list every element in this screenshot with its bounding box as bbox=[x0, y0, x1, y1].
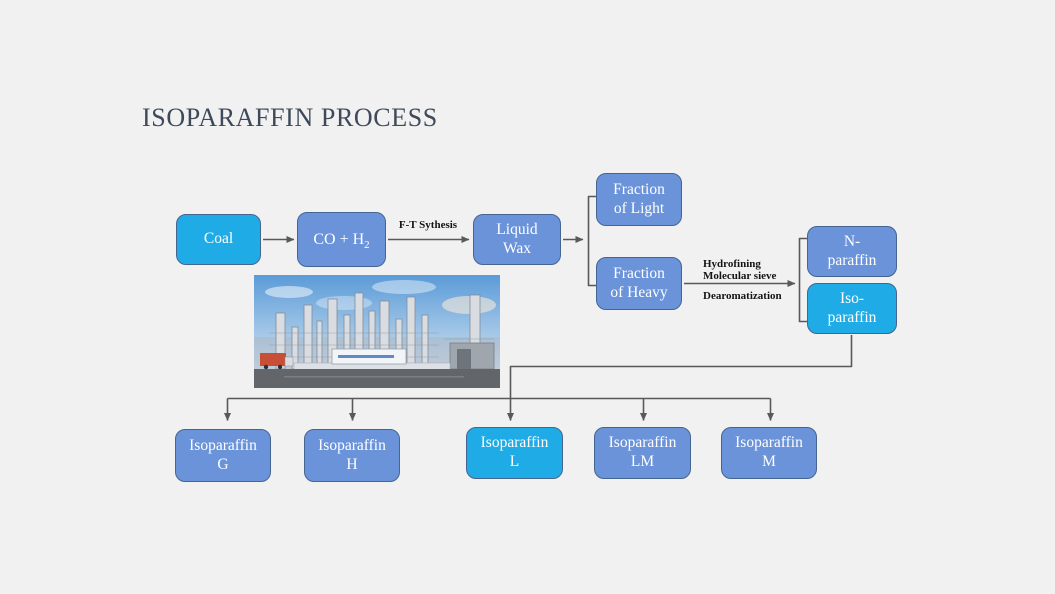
flow-box-label: Fraction of Light bbox=[613, 180, 665, 217]
flow-box-label: N- paraffin bbox=[827, 232, 877, 269]
bracket-fractions bbox=[587, 195, 596, 287]
product-box-isoparaffin-lm: Isoparaffin LM bbox=[594, 427, 691, 479]
photo-gatehouse bbox=[449, 342, 495, 370]
flow-box-syngas: CO + H2 bbox=[297, 212, 386, 267]
flow-box-label: Fraction of Heavy bbox=[610, 264, 668, 301]
product-box-isoparaffin-m: Isoparaffin M bbox=[721, 427, 817, 479]
photo-ground bbox=[254, 369, 500, 388]
flow-box-label: Coal bbox=[203, 230, 234, 248]
flow-box-label: Iso- paraffin bbox=[827, 289, 877, 326]
flow-box-coal: Coal bbox=[176, 214, 261, 265]
plant-photo bbox=[254, 275, 500, 388]
product-box-label: Isoparaffin M bbox=[735, 434, 803, 470]
edge-label-dearomatization: Dearomatization bbox=[703, 290, 782, 302]
product-box-isoparaffin-h: Isoparaffin H bbox=[304, 429, 400, 482]
edge-label-hydrofining: Hydrofining bbox=[703, 258, 761, 270]
product-box-label: Isoparaffin L bbox=[480, 434, 549, 470]
product-box-label: Isoparaffin LM bbox=[608, 434, 677, 470]
edge-label-ft-synthesis: F-T Sythesis bbox=[398, 219, 458, 231]
flow-box-label: CO + H2 bbox=[313, 230, 370, 251]
flow-box-label: Liquid Wax bbox=[496, 220, 538, 257]
photo-gate-door bbox=[457, 349, 471, 369]
connector-isoparaffin-products bbox=[507, 335, 853, 421]
product-box-label: Isoparaffin G bbox=[189, 436, 257, 473]
flow-box-liquid-wax: Liquid Wax bbox=[473, 214, 561, 265]
photo-road-mark bbox=[284, 376, 464, 378]
flow-box-n-paraffin: N- paraffin bbox=[807, 226, 897, 277]
flow-box-iso-paraffin: Iso- paraffin bbox=[807, 283, 897, 334]
photo-truck bbox=[260, 353, 294, 370]
product-box-label: Isoparaffin H bbox=[318, 436, 386, 473]
flow-box-fraction-of-light: Fraction of Light bbox=[596, 173, 682, 226]
flow-box-fraction-of-heavy: Fraction of Heavy bbox=[596, 257, 682, 310]
product-box-isoparaffin-l: Isoparaffin L bbox=[466, 427, 563, 479]
photo-sign-text bbox=[338, 355, 394, 358]
bracket-paraffins bbox=[798, 237, 807, 323]
subscript: 2 bbox=[364, 238, 370, 251]
edge-label-molecular-sieve: Molecular sieve bbox=[703, 270, 777, 282]
slide-title: ISOPARAFFIN PROCESS bbox=[142, 103, 438, 132]
photo-scaffolding bbox=[269, 332, 494, 358]
product-box-isoparaffin-g: Isoparaffin G bbox=[175, 429, 271, 482]
